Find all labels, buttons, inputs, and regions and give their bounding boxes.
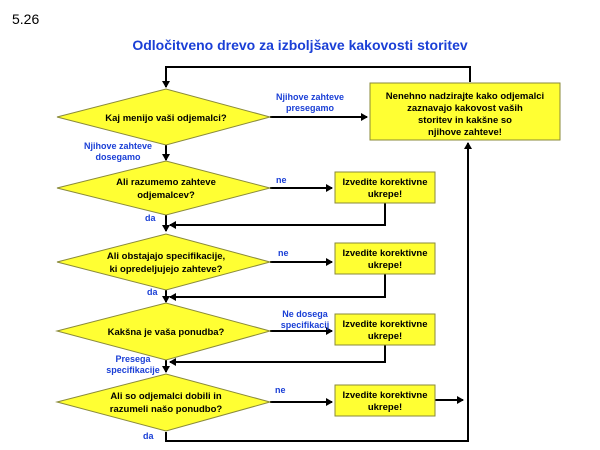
diagram-title: Odločitveno drevo za izboljšave kakovost… [132, 37, 468, 53]
svg-text:ukrepe!: ukrepe! [368, 189, 402, 200]
arrow-yes4-to-monitor [165, 142, 472, 442]
svg-text:dosegamo: dosegamo [95, 152, 141, 162]
decision-4: Kakšna je vaša ponudba? [55, 302, 272, 361]
loop-arrow [162, 66, 471, 88]
svg-text:ukrepe!: ukrepe! [368, 331, 402, 342]
action-box-2: Izvedite korektivne ukrepe! [334, 242, 436, 275]
decision-3: Ali obstajajo specifikacije, ki opredelj… [56, 233, 272, 291]
connectors [162, 66, 472, 442]
svg-text:ukrepe!: ukrepe! [368, 260, 402, 271]
svg-text:Ali so odjemalci dobili in: Ali so odjemalci dobili in [110, 391, 222, 402]
svg-text:ki opredeljujejo zahteve?: ki opredeljujejo zahteve? [110, 264, 223, 275]
svg-text:Ali obstajajo specifikacije,: Ali obstajajo specifikacije, [107, 251, 225, 262]
label-no4: ne [275, 385, 286, 395]
return-arrow-3 [169, 344, 386, 366]
label-yes4: da [143, 431, 154, 441]
action-box-3: Izvedite korektivne ukrepe! [334, 313, 436, 346]
return-arrow-2 [169, 273, 386, 301]
svg-text:specifikacije: specifikacije [106, 365, 160, 375]
label-yes2: da [147, 287, 158, 297]
svg-text:njihove zahteve!: njihove zahteve! [428, 127, 502, 138]
decision-1: Kaj menijo vaši odjemalci? [56, 88, 272, 146]
svg-text:specifikacij: specifikacij [281, 320, 330, 330]
label-no2: ne [278, 248, 289, 258]
svg-text:Izvedite korektivne: Izvedite korektivne [342, 390, 427, 401]
svg-text:Izvedite korektivne: Izvedite korektivne [342, 248, 427, 259]
svg-text:odjemalcev?: odjemalcev? [137, 190, 195, 201]
action-box-1: Izvedite korektivne ukrepe! [334, 171, 436, 204]
svg-text:presegamo: presegamo [286, 103, 335, 113]
edge-labels: Njihove zahteve presegamo Njihove zahtev… [84, 92, 344, 441]
label-below-spec: Ne dosega [282, 309, 329, 319]
svg-text:ukrepe!: ukrepe! [368, 402, 402, 413]
svg-text:Kakšna je vaša ponudba?: Kakšna je vaša ponudba? [108, 327, 225, 338]
svg-text:razumeli našo ponudbo?: razumeli našo ponudbo? [110, 404, 223, 415]
svg-text:Kaj menijo vaši odjemalci?: Kaj menijo vaši odjemalci? [105, 113, 227, 124]
action-box-4: Izvedite korektivne ukrepe! [334, 384, 436, 417]
svg-text:Izvedite korektivne: Izvedite korektivne [342, 319, 427, 330]
svg-text:Izvedite korektivne: Izvedite korektivne [342, 177, 427, 188]
label-yes1: da [145, 213, 156, 223]
label-no1: ne [276, 175, 287, 185]
slide-number: 5.26 [12, 11, 39, 27]
label-meet: Njihove zahteve [84, 141, 152, 151]
label-exceed: Njihove zahteve [276, 92, 344, 102]
svg-text:storitev in kakšne so: storitev in kakšne so [418, 115, 512, 126]
monitor-box: Nenehno nadzirajte kako odjemalci zaznav… [369, 82, 561, 141]
return-arrow-1 [169, 202, 386, 229]
svg-text:zaznavajo kakovost vaših: zaznavajo kakovost vaših [407, 103, 523, 114]
svg-text:Nenehno nadzirajte kako odjema: Nenehno nadzirajte kako odjemalci [386, 91, 544, 102]
decision-2: Ali razumemo zahteve odjemalcev? [56, 160, 272, 216]
label-above-spec: Presega [115, 354, 151, 364]
svg-text:Ali razumemo zahteve: Ali razumemo zahteve [116, 177, 216, 188]
decision-5: Ali so odjemalci dobili in razumeli našo… [55, 373, 272, 432]
